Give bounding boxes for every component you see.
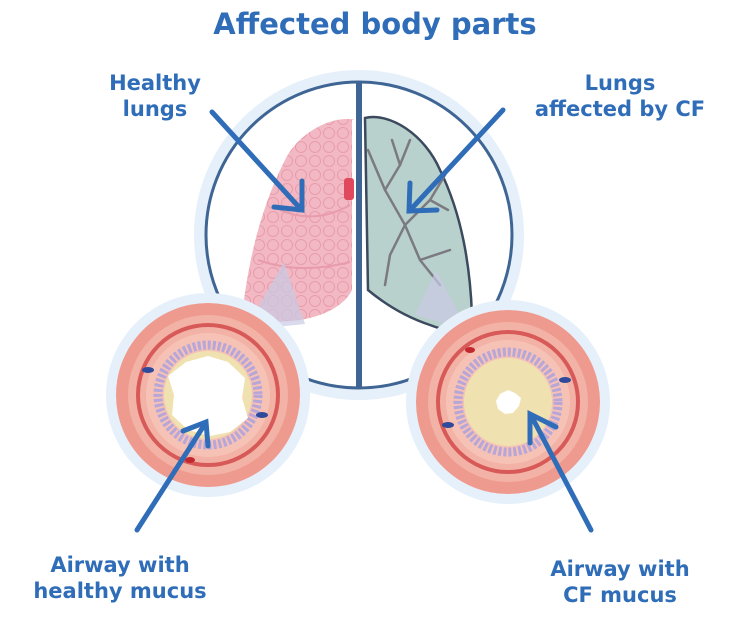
healthy-lungs-label-line-1: Healthy xyxy=(109,71,201,95)
healthy-lung-image xyxy=(243,119,355,322)
cf-lungs-label: Lungs affected by CF xyxy=(500,70,740,123)
diagram-title: Affected body parts xyxy=(213,7,537,41)
cf-airway-label: Airway with CF mucus xyxy=(500,556,740,609)
healthy-lungs-label-line-2: lungs xyxy=(122,97,188,122)
arrow-healthy-airway xyxy=(134,418,211,533)
healthy-airway-label-line-1: Airway with xyxy=(50,553,190,577)
healthy-airway-cross-section xyxy=(106,293,310,497)
center-divider xyxy=(356,82,362,388)
cf-airway-cross-section xyxy=(406,300,610,504)
healthy-airway-label: Airway with healthy mucus xyxy=(0,552,240,605)
cf-lungs-label-line-1: Lungs xyxy=(584,71,656,95)
zoom-wedge-right xyxy=(415,270,468,330)
arrow-cf-airway xyxy=(527,409,594,533)
cf-lung-image xyxy=(363,115,474,332)
lungs-comparison-circle xyxy=(194,70,524,400)
cf-airway-label-line-2: CF mucus xyxy=(563,583,677,608)
arrows xyxy=(134,107,594,533)
healthy-airway-label-line-2: healthy mucus xyxy=(33,579,207,604)
cf-lungs-label-line-2: affected by CF xyxy=(534,97,706,122)
healthy-lungs-label: Healthy lungs xyxy=(70,70,240,123)
cf-airway-label-line-1: Airway with xyxy=(550,557,690,581)
arrow-healthy-lungs xyxy=(209,109,305,213)
arrow-cf-lungs xyxy=(406,107,506,214)
